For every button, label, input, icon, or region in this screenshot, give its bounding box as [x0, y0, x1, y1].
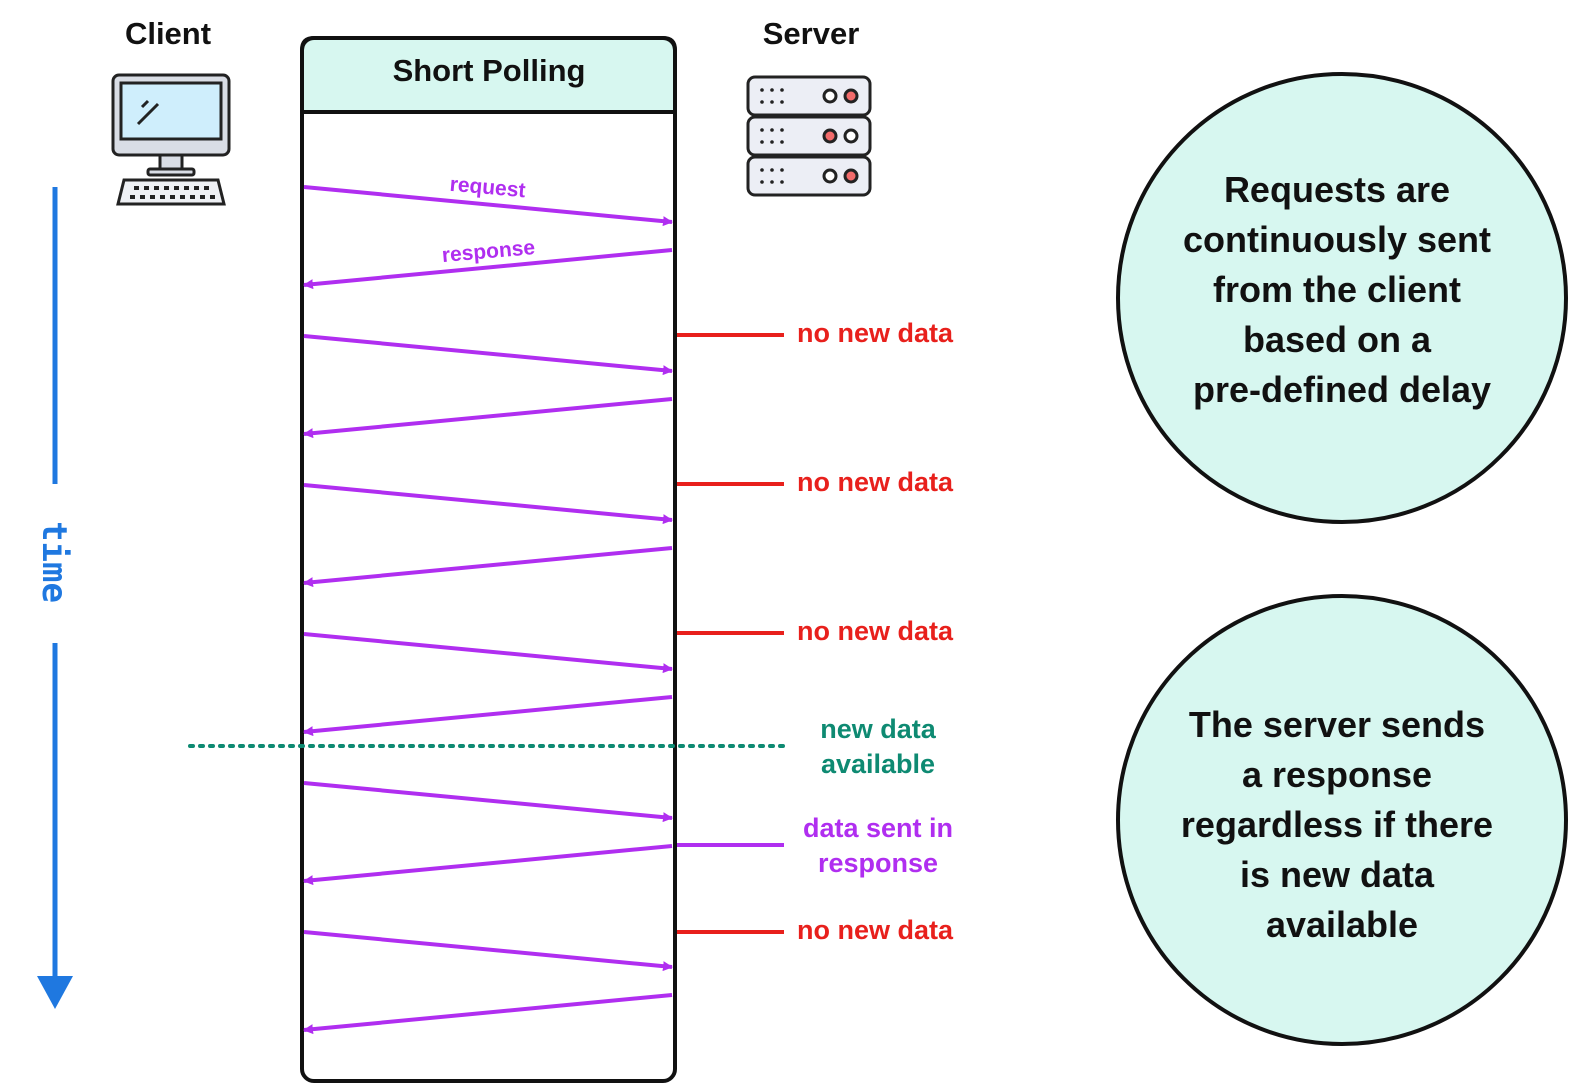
no-new-data-label: no new data — [797, 915, 954, 945]
timeline-label: time — [34, 521, 74, 603]
panel-title: Short Polling — [393, 53, 586, 88]
request-arrow — [303, 930, 673, 972]
note-text: The server sends a response regardless i… — [1181, 704, 1503, 945]
note-circle — [1116, 72, 1568, 524]
message-arrows — [303, 185, 673, 1035]
note-line: from the client — [1213, 269, 1461, 310]
request-arrow — [303, 483, 673, 525]
response-arrow — [303, 546, 673, 588]
note-server-responds: The server sends a response regardless i… — [1116, 594, 1568, 1046]
event-label-line: data sent in — [803, 813, 953, 843]
note-line: a response — [1242, 754, 1432, 795]
note-text: Requests are continuously sent from the … — [1183, 169, 1501, 410]
response-arrow — [303, 993, 673, 1035]
server-rack-icon — [746, 75, 872, 197]
response-arrow — [303, 248, 673, 290]
response-arrow — [303, 397, 673, 439]
timeline-arrowhead — [37, 976, 73, 1009]
note-continuous-requests: Requests are continuously sent from the … — [1116, 72, 1568, 524]
event-markers: no new data no new data no new data new dat… — [188, 318, 954, 945]
server-unit — [746, 75, 872, 117]
note-line: based on a — [1243, 319, 1432, 360]
short-polling-panel: Short Polling — [300, 36, 677, 1083]
desktop-computer-icon — [111, 73, 231, 206]
event-label-line: response — [818, 848, 938, 878]
note-line: Requests are — [1224, 169, 1450, 210]
note-line: The server sends — [1189, 704, 1485, 745]
no-new-data-label: no new data — [797, 467, 954, 497]
data-sent-in-response-label: data sent in response — [803, 813, 953, 878]
request-arrow — [303, 185, 673, 227]
response-arrow — [303, 695, 673, 737]
server-label: Server — [763, 16, 860, 51]
client-label: Client — [125, 16, 211, 51]
note-line: pre-defined delay — [1193, 369, 1491, 410]
note-circle — [1116, 594, 1568, 1046]
request-arrow — [303, 632, 673, 674]
no-new-data-label: no new data — [797, 616, 954, 646]
request-arrow — [303, 781, 673, 823]
note-line: is new data — [1240, 854, 1435, 895]
request-arrow — [303, 334, 673, 376]
timeline: time — [34, 187, 74, 1009]
server-unit — [746, 115, 872, 157]
no-new-data-label: no new data — [797, 318, 954, 348]
request-label: request — [449, 173, 527, 203]
event-label-line: available — [821, 749, 935, 779]
panel-body — [300, 36, 677, 1083]
event-label-line: new data — [820, 714, 937, 744]
note-line: regardless if there — [1181, 804, 1493, 845]
server-unit — [746, 155, 872, 197]
response-arrow — [303, 844, 673, 886]
new-data-available-label: new data available — [820, 714, 937, 779]
note-line: available — [1266, 904, 1418, 945]
note-line: continuously sent — [1183, 219, 1491, 260]
